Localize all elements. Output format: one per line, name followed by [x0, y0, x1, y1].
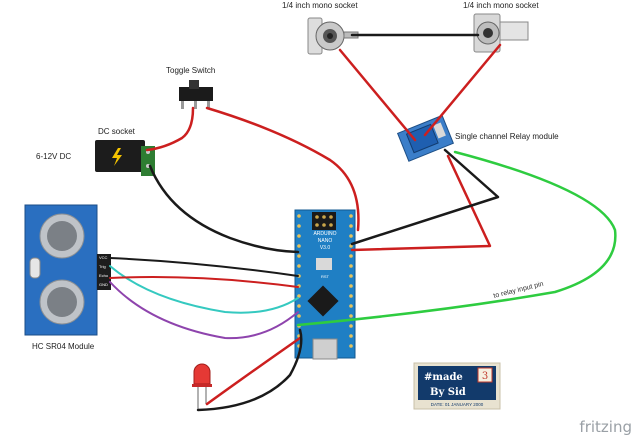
stamp-line1: #made	[424, 372, 463, 383]
stamp-line2: By Sid	[430, 387, 466, 398]
wire-cyan-sensor-trig	[109, 265, 299, 314]
stamp-date: DATE: 01 JANUARY 2000	[431, 402, 484, 407]
relay-label: Single channel Relay module	[455, 132, 559, 141]
lightning-icon	[112, 148, 122, 166]
made-by-stamp: 3 #made By Sid DATE: 01 JANUARY 2000	[413, 362, 501, 410]
toggle-switch-label: Toggle Switch	[166, 66, 216, 75]
board-text-rst: RST	[321, 274, 330, 279]
wire-red-toggle-nano	[205, 106, 360, 232]
wire-red-nano-relay	[350, 154, 492, 252]
wire-black-sensor-vcc	[109, 257, 299, 277]
board-text-3: V3.0	[320, 245, 331, 251]
socket-right-label: 1/4 inch mono socket	[463, 1, 539, 10]
wire-red-socket-left-relay	[338, 48, 417, 142]
wire-black-dc-nano	[148, 164, 300, 254]
sensor-pin-trig: Trig	[99, 264, 106, 269]
mono-socket-right	[473, 13, 529, 53]
mono-socket-left	[307, 17, 359, 55]
sensor-pin-vcc: VCC	[99, 255, 108, 260]
wire-red-socket-right-relay	[423, 43, 502, 137]
usb-port-icon	[312, 338, 338, 360]
wire-green-relay-signal	[296, 150, 617, 327]
board-text-1: ARDUINO	[313, 231, 336, 237]
sensor-pin-echo: Echo	[99, 273, 109, 278]
wire-red-sensor-echo	[109, 276, 299, 288]
toggle-switch	[179, 80, 213, 109]
sensor-label: HC SR04 Module	[32, 342, 95, 351]
board-text-2: NANO	[318, 238, 333, 244]
dc-socket-label: DC socket	[98, 127, 135, 136]
fritzing-brand: fritzing	[579, 418, 632, 436]
arduino-nano: ARDUINO NANO V3.0 RST	[294, 209, 356, 360]
led	[192, 363, 212, 410]
dc-socket	[95, 140, 155, 176]
sensor-pin-gnd: GND	[99, 282, 108, 287]
wire-black-nano-relay	[350, 148, 500, 246]
relay-module	[396, 114, 455, 162]
chip-icon	[307, 285, 339, 317]
dc-voltage-label: 6-12V DC	[36, 152, 72, 161]
stamp-number: 3	[482, 371, 488, 382]
socket-left-label: 1/4 inch mono socket	[282, 1, 358, 10]
wire-purple-sensor-gnd	[109, 281, 299, 340]
wire-red-toggle-dc	[145, 106, 195, 152]
wire-red-led-nano	[205, 336, 302, 406]
wire-black-led-nano	[196, 328, 303, 412]
sensor-pin-labels: VCC Trig Echo GND	[99, 255, 109, 287]
hc-sr04-sensor	[24, 204, 111, 336]
led-icon	[193, 363, 211, 385]
